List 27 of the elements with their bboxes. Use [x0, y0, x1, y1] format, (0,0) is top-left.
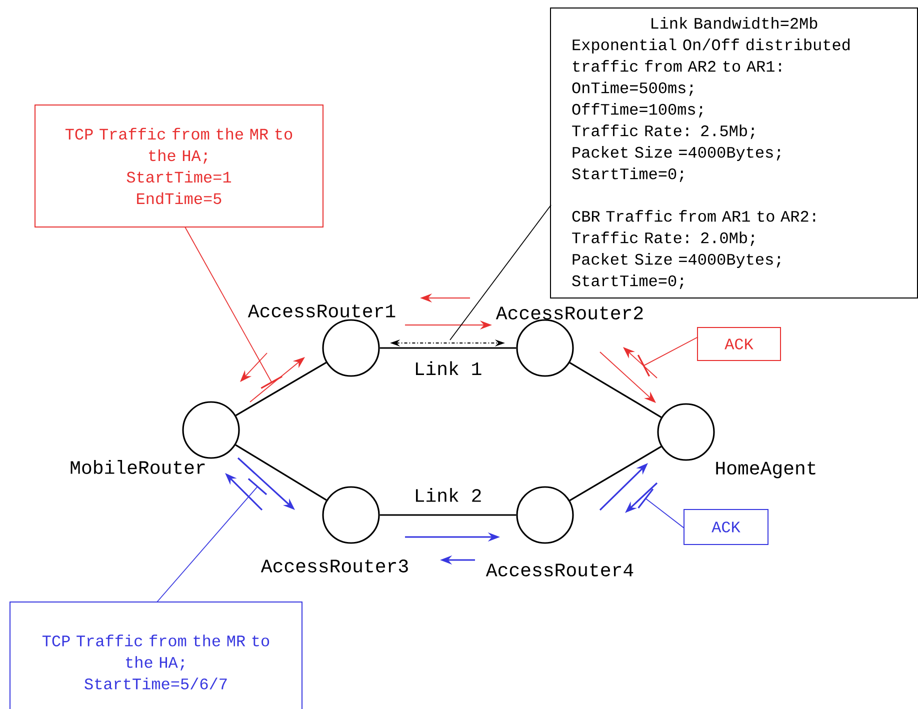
router-label: AccessRouter4	[486, 564, 634, 576]
router-label: AccessRouter3	[260, 560, 408, 572]
text-box: ACK	[697, 327, 781, 361]
router-label: AccessRouter1	[248, 304, 396, 318]
router-label: HomeAgent	[716, 462, 816, 478]
router-circle	[182, 401, 240, 459]
text-box: ACK	[684, 509, 768, 545]
text-box: Link Bandwidth=2Mb Exponential On/Off distributed traffic from AR2 to AR1: OnTime=500ms; OffTime=100ms; Traffic Rate: 2.5Mb; Packet Size =4000Bytes; StartTime=0; CBR Traffic from AR1 to AR2: Traffic Rate: 2.0Mb; Packet Size =4000Bytes; StartTime=0;	[550, 8, 918, 298]
edge-label: Link 2	[412, 487, 484, 503]
link-line	[380, 347, 516, 349]
text-box: TCP Traffic from the MR to the HA; StartTime=1 EndTime=5	[34, 104, 324, 228]
router-circle	[657, 403, 715, 461]
link-line	[569, 446, 662, 502]
link-line	[569, 362, 662, 418]
leader-line	[184, 226, 282, 389]
text-box: TCP Traffic from the MR to the HA; StartTime=5/6/7	[10, 602, 302, 709]
link-line	[380, 514, 516, 516]
router-label: MobileRouter	[70, 460, 205, 474]
router-circle	[516, 486, 574, 544]
leader-line	[450, 204, 552, 340]
router-circle	[516, 319, 574, 377]
edge-label: Link 1	[412, 360, 484, 376]
link-line	[235, 362, 327, 416]
router-label: AccessRouter2	[496, 306, 643, 320]
router-circle	[322, 319, 380, 377]
link-line	[235, 444, 327, 501]
router-circle	[322, 486, 380, 544]
